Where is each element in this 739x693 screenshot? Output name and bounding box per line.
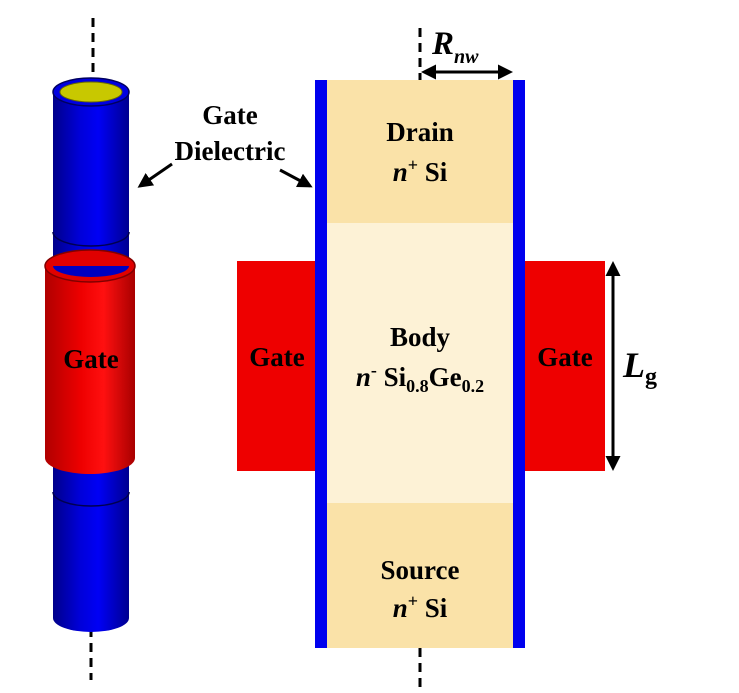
radius-label: Rnw bbox=[431, 26, 479, 68]
gate-dielectric-label-line1: Gate bbox=[202, 100, 257, 130]
gate-inner-hole bbox=[53, 266, 129, 277]
drain-title: Drain bbox=[386, 117, 454, 147]
gate-label-right: Gate bbox=[537, 342, 592, 372]
body-region bbox=[327, 223, 513, 503]
gate-label-3d: Gate bbox=[63, 344, 118, 374]
gate-cylinder-3d bbox=[45, 266, 135, 474]
drain-region bbox=[327, 80, 513, 223]
source-title: Source bbox=[381, 555, 460, 585]
lower-dielectric-cylinder bbox=[53, 462, 129, 632]
callout-arrow-left bbox=[137, 162, 173, 188]
gate-dielectric-callout: Gate Dielectric bbox=[137, 100, 313, 188]
source-material: n+ Si bbox=[393, 591, 448, 623]
gate-block-right bbox=[524, 261, 605, 471]
nanowire-3d: Gate bbox=[44, 18, 136, 680]
gate-length-label: Lg bbox=[622, 345, 657, 390]
dielectric-strip-left bbox=[315, 80, 327, 648]
lower-cylinder-seam bbox=[52, 491, 130, 507]
dielectric-strip-right bbox=[513, 80, 525, 648]
gate-block-left bbox=[237, 261, 317, 471]
gate-label-left: Gate bbox=[249, 342, 304, 372]
radius-dimension: Rnw bbox=[421, 26, 513, 80]
drain-material: n+ Si bbox=[393, 155, 448, 187]
body-title: Body bbox=[390, 322, 451, 352]
callout-arrow-right bbox=[279, 168, 313, 188]
gate-length-dimension: Lg bbox=[605, 261, 657, 471]
upper-dielectric-cylinder bbox=[53, 92, 129, 270]
core-top-face bbox=[59, 81, 123, 103]
gate-dielectric-label-line2: Dielectric bbox=[175, 136, 286, 166]
source-region bbox=[327, 503, 513, 648]
body-material: n- Si0.8Ge0.2 bbox=[356, 360, 484, 396]
upper-cylinder-seam bbox=[52, 231, 130, 247]
cross-section: Gate Gate Drain n+ Si Body n- Si0.8Ge0.2… bbox=[237, 28, 605, 692]
